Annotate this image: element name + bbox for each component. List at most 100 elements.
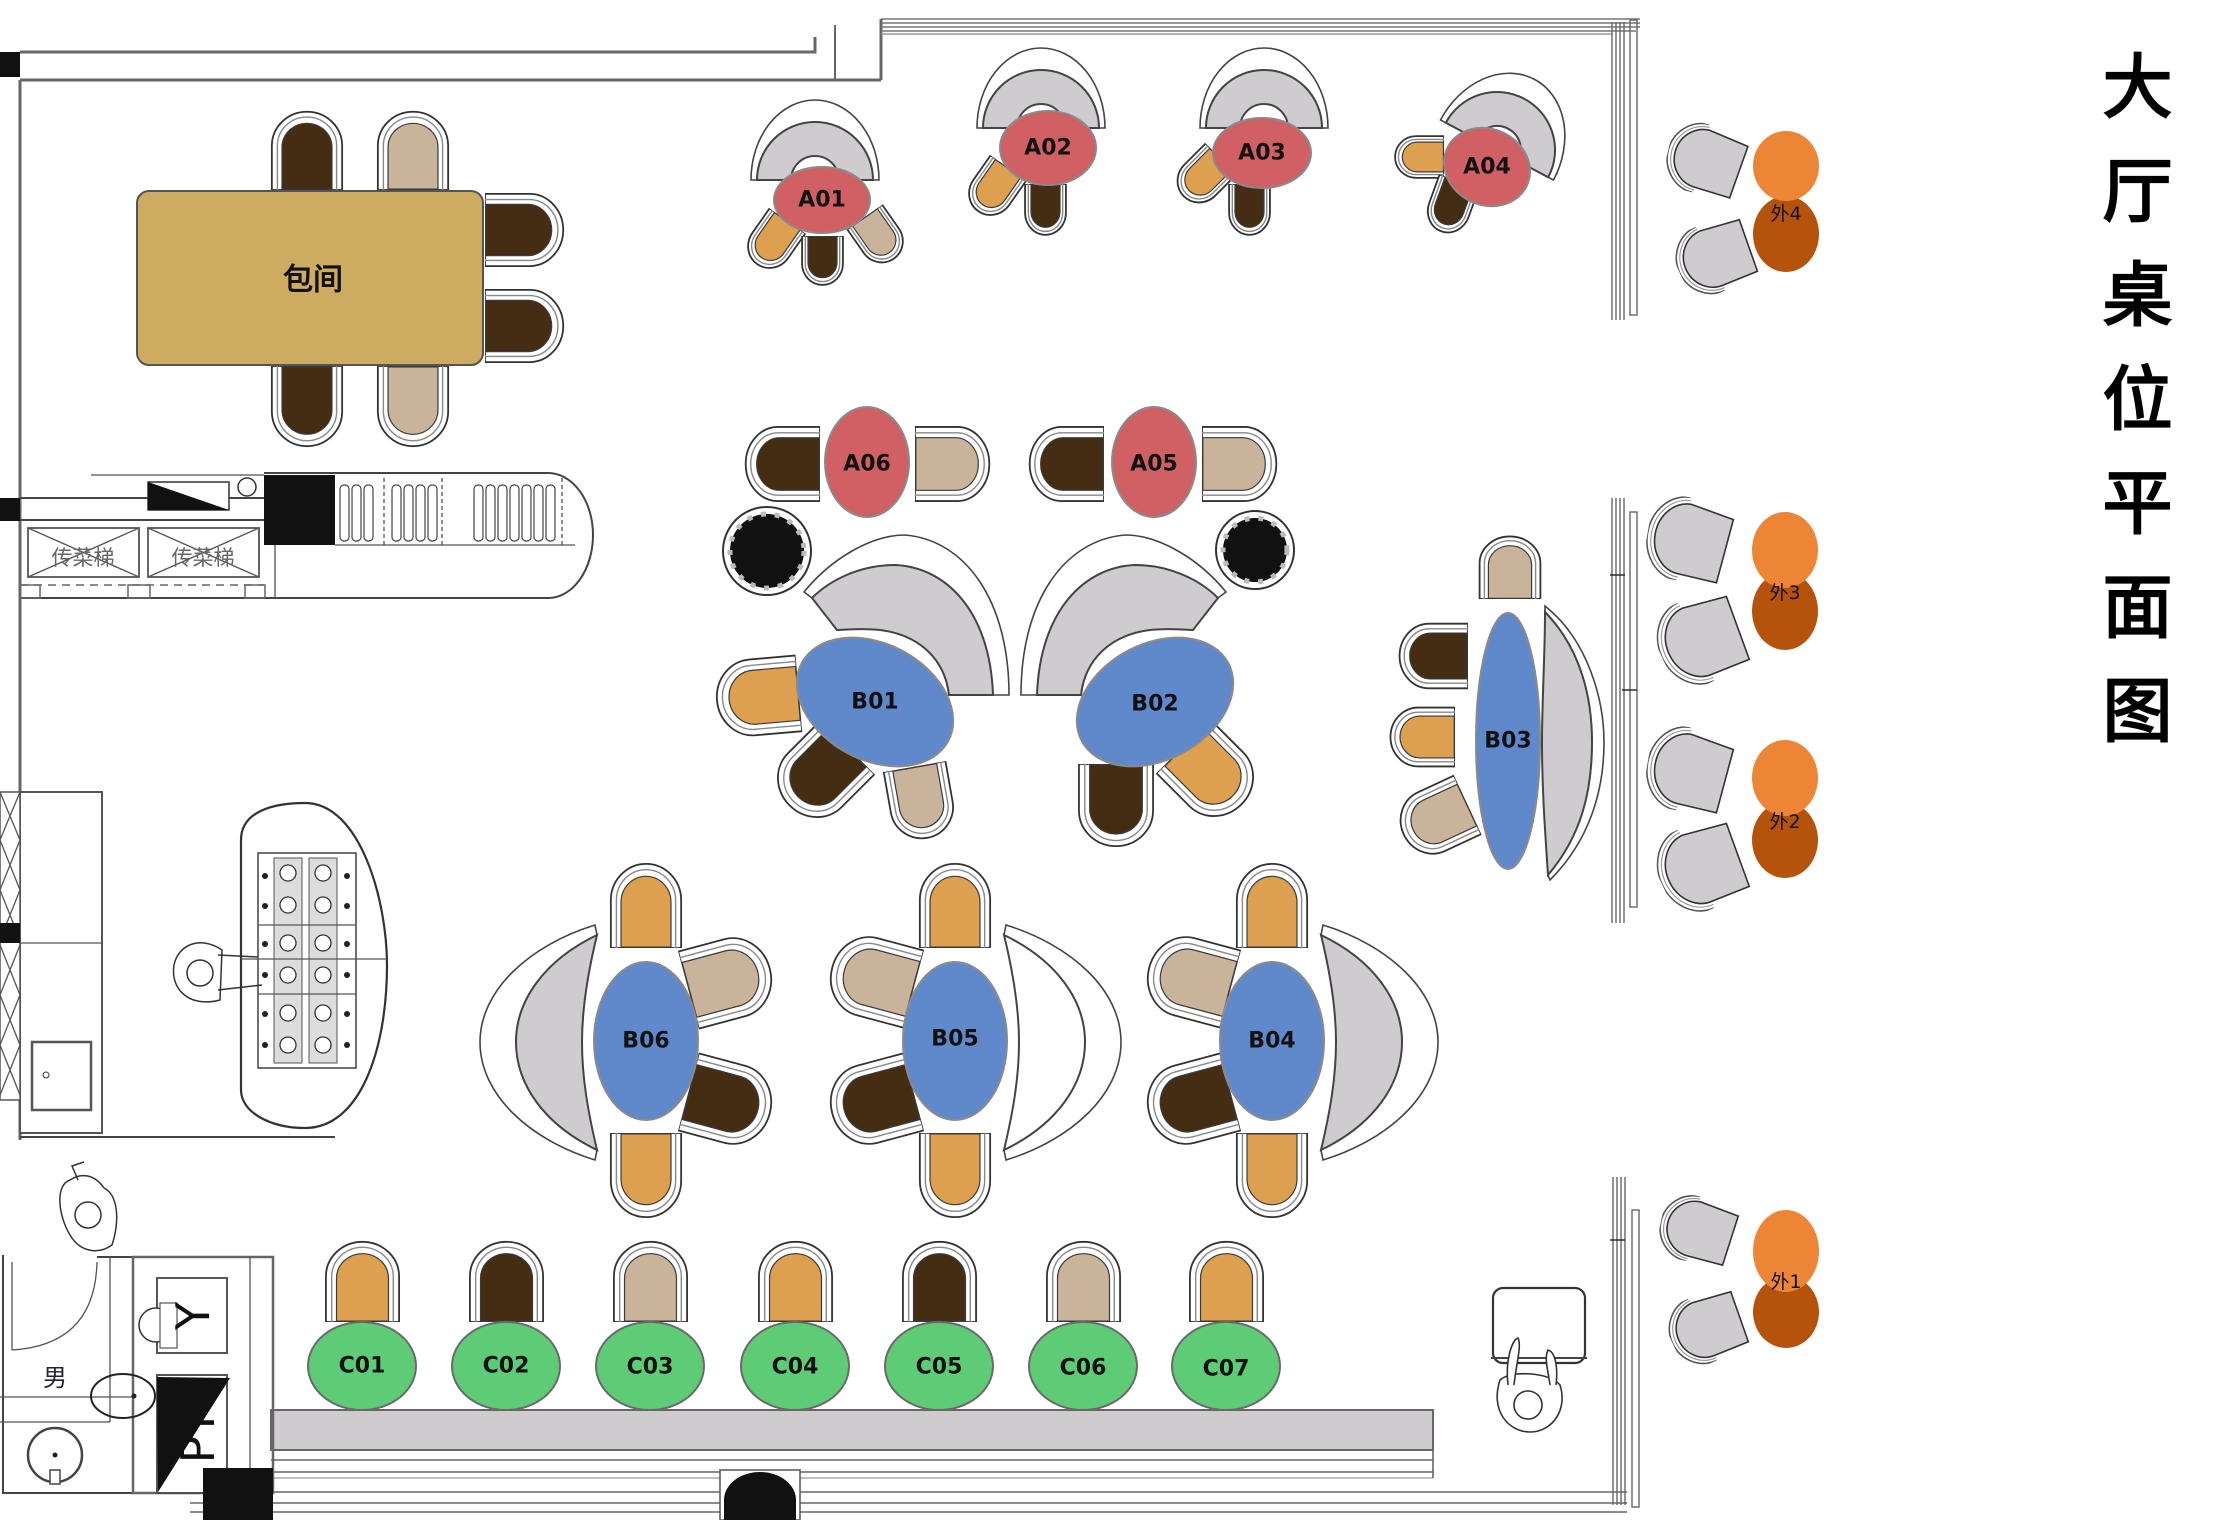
chair <box>1189 1240 1264 1322</box>
lounge-chair <box>1643 809 1758 924</box>
table-b06: B06 <box>479 863 781 1218</box>
chair <box>613 1240 688 1322</box>
table <box>1475 612 1541 870</box>
planter-right <box>1215 510 1295 590</box>
table <box>824 406 910 518</box>
table-label: C04 <box>772 1355 819 1380</box>
lounge-chair <box>1640 721 1737 819</box>
chair <box>801 236 844 286</box>
table <box>1753 1276 1819 1348</box>
table-label: A03 <box>1238 141 1286 166</box>
chair <box>271 366 343 448</box>
chef-person-icon <box>172 942 263 1003</box>
table-c02: C02 <box>451 1240 561 1411</box>
table <box>1753 196 1819 272</box>
table-label: C01 <box>339 1354 386 1379</box>
table-outdoor-3: 外3 <box>1640 491 1818 697</box>
bench <box>1319 933 1404 1152</box>
table-b01: B01 <box>712 534 1010 845</box>
table-a06: A06 <box>744 406 991 518</box>
table-c05: C05 <box>884 1240 994 1411</box>
table-b02: B02 <box>1020 534 1270 848</box>
planter-left <box>722 506 812 596</box>
column-block <box>0 498 20 521</box>
dumbwaiter-label: 传菜梯 <box>52 546 115 570</box>
service-counter <box>20 472 595 599</box>
table-label: C07 <box>1203 1357 1250 1382</box>
bottle-shelf <box>339 478 563 545</box>
restroom-label: 男 <box>43 1364 67 1392</box>
dumbwaiter-label: 传菜梯 <box>172 546 235 570</box>
lounge-chair <box>1659 116 1752 204</box>
equipment-marker <box>148 482 229 510</box>
dumbwaiter-1: 传菜梯 <box>27 527 140 578</box>
table-label: 外4 <box>1770 203 1801 225</box>
bench <box>981 69 1101 129</box>
chair <box>918 1133 992 1218</box>
chair <box>1028 426 1104 502</box>
chair <box>1235 863 1309 948</box>
chair <box>1202 426 1278 502</box>
table <box>1443 126 1531 208</box>
walls <box>0 19 883 1140</box>
bar-outline <box>20 472 595 599</box>
chair <box>469 1240 544 1322</box>
table-label: B05 <box>931 1027 978 1052</box>
bench <box>514 933 599 1152</box>
entrance-door <box>719 1469 801 1520</box>
plan-title: 大厅桌位平面图 <box>2091 50 2173 778</box>
table <box>902 961 1008 1121</box>
column-block <box>0 52 20 77</box>
table <box>1171 1321 1281 1411</box>
table-b03: B03 <box>1389 535 1605 882</box>
table-b05: B05 <box>821 863 1122 1218</box>
fixture-mark: PY <box>171 1408 225 1464</box>
lounge-chair <box>1664 208 1765 305</box>
table-a03: A03 <box>1167 47 1329 236</box>
urinal-icon <box>90 1373 156 1419</box>
chair <box>609 1133 683 1218</box>
bench <box>810 563 995 696</box>
chair <box>1389 706 1455 768</box>
host-person-icon <box>1496 1337 1563 1433</box>
table-label: C05 <box>916 1355 963 1380</box>
chair <box>1478 535 1542 599</box>
table-label: B04 <box>1248 1029 1295 1054</box>
table-a05: A05 <box>1028 406 1278 518</box>
table-c03: C03 <box>595 1240 705 1411</box>
table-label: A01 <box>798 188 846 213</box>
table-label: A05 <box>1130 452 1178 477</box>
table <box>1219 961 1325 1121</box>
table <box>884 1321 994 1411</box>
table <box>593 961 699 1121</box>
table-label: C02 <box>483 1354 530 1379</box>
chair <box>1228 184 1271 236</box>
cooking-island <box>239 801 389 1130</box>
chair <box>271 110 343 190</box>
dumbwaiter-2: 传菜梯 <box>147 527 260 578</box>
table <box>999 110 1097 186</box>
table <box>773 166 871 234</box>
table-label: 外3 <box>1769 582 1800 604</box>
bench <box>755 121 875 181</box>
column-block <box>203 1468 273 1520</box>
table-label: C03 <box>627 1355 674 1380</box>
table <box>1752 572 1818 650</box>
table-outdoor-2: 外2 <box>1640 721 1818 924</box>
chair <box>915 426 991 502</box>
table-label: A04 <box>1463 155 1511 180</box>
bench <box>1035 563 1220 696</box>
table-c07: C07 <box>1171 1240 1281 1411</box>
restroom: Y PY 男 <box>0 1255 275 1520</box>
lounge-chair <box>1640 491 1737 589</box>
chair <box>918 863 992 948</box>
chair <box>377 366 449 448</box>
bar-counter <box>270 1409 1434 1451</box>
table <box>1752 512 1818 588</box>
table-outdoor-1: 外1 <box>1653 1189 1819 1375</box>
lounge-chair <box>1658 1280 1756 1375</box>
table <box>1752 802 1818 878</box>
table <box>451 1321 561 1411</box>
private-room-table <box>136 190 484 366</box>
